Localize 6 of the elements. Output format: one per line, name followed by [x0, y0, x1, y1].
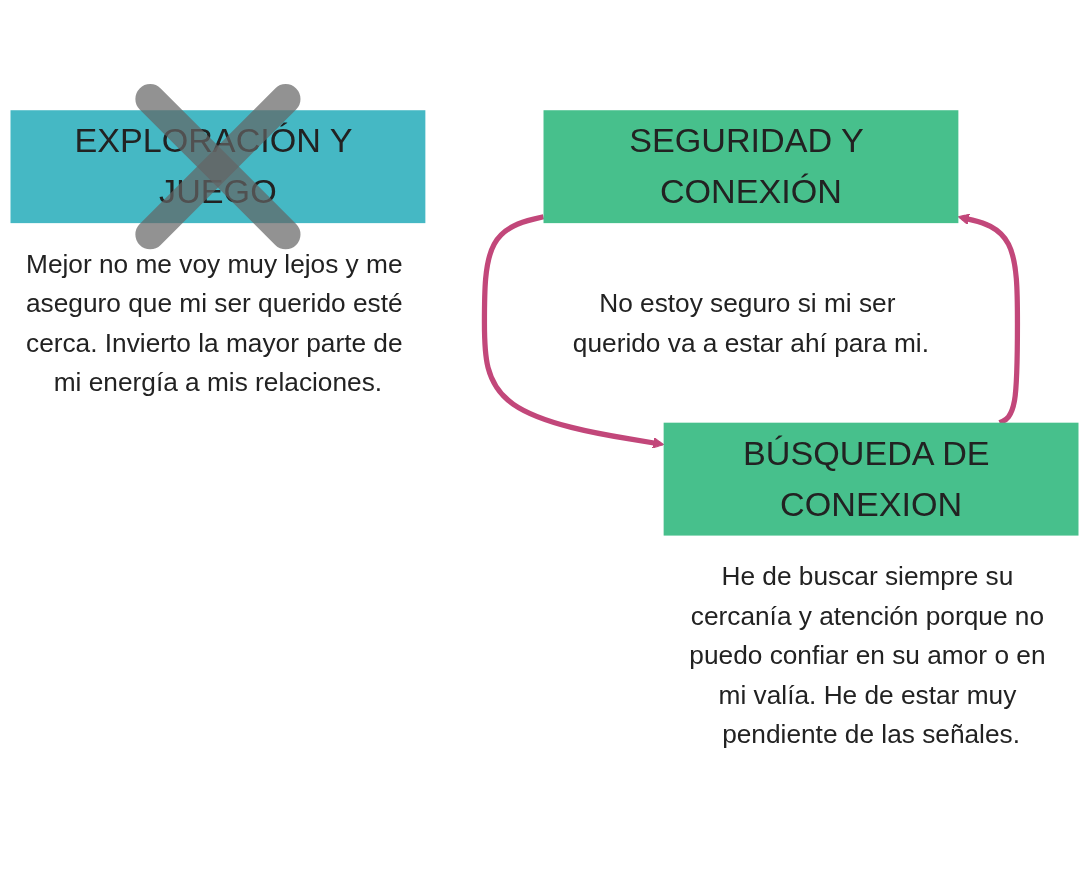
node-label: No estoy seguro si mi ser querido va a estar ahí para mi.	[572, 288, 929, 358]
node-label: He de buscar siempre su cercanía y atención porque no puedo confiar en su amor o en mi valía. He de estar muy pendiente de las señales.	[689, 561, 1046, 749]
node-box: BÚSQUEDA DE CONEXION	[663, 422, 1079, 536]
node-label: Mejor no me voy muy lejos y me aseguro que mi ser querido esté cerca. Invierto la mayor parte de mi energía a mis relaciones.	[25, 249, 403, 397]
arrow	[481, 214, 665, 449]
node-box: SEGURIDAD Y CONEXIÓN	[543, 110, 959, 224]
